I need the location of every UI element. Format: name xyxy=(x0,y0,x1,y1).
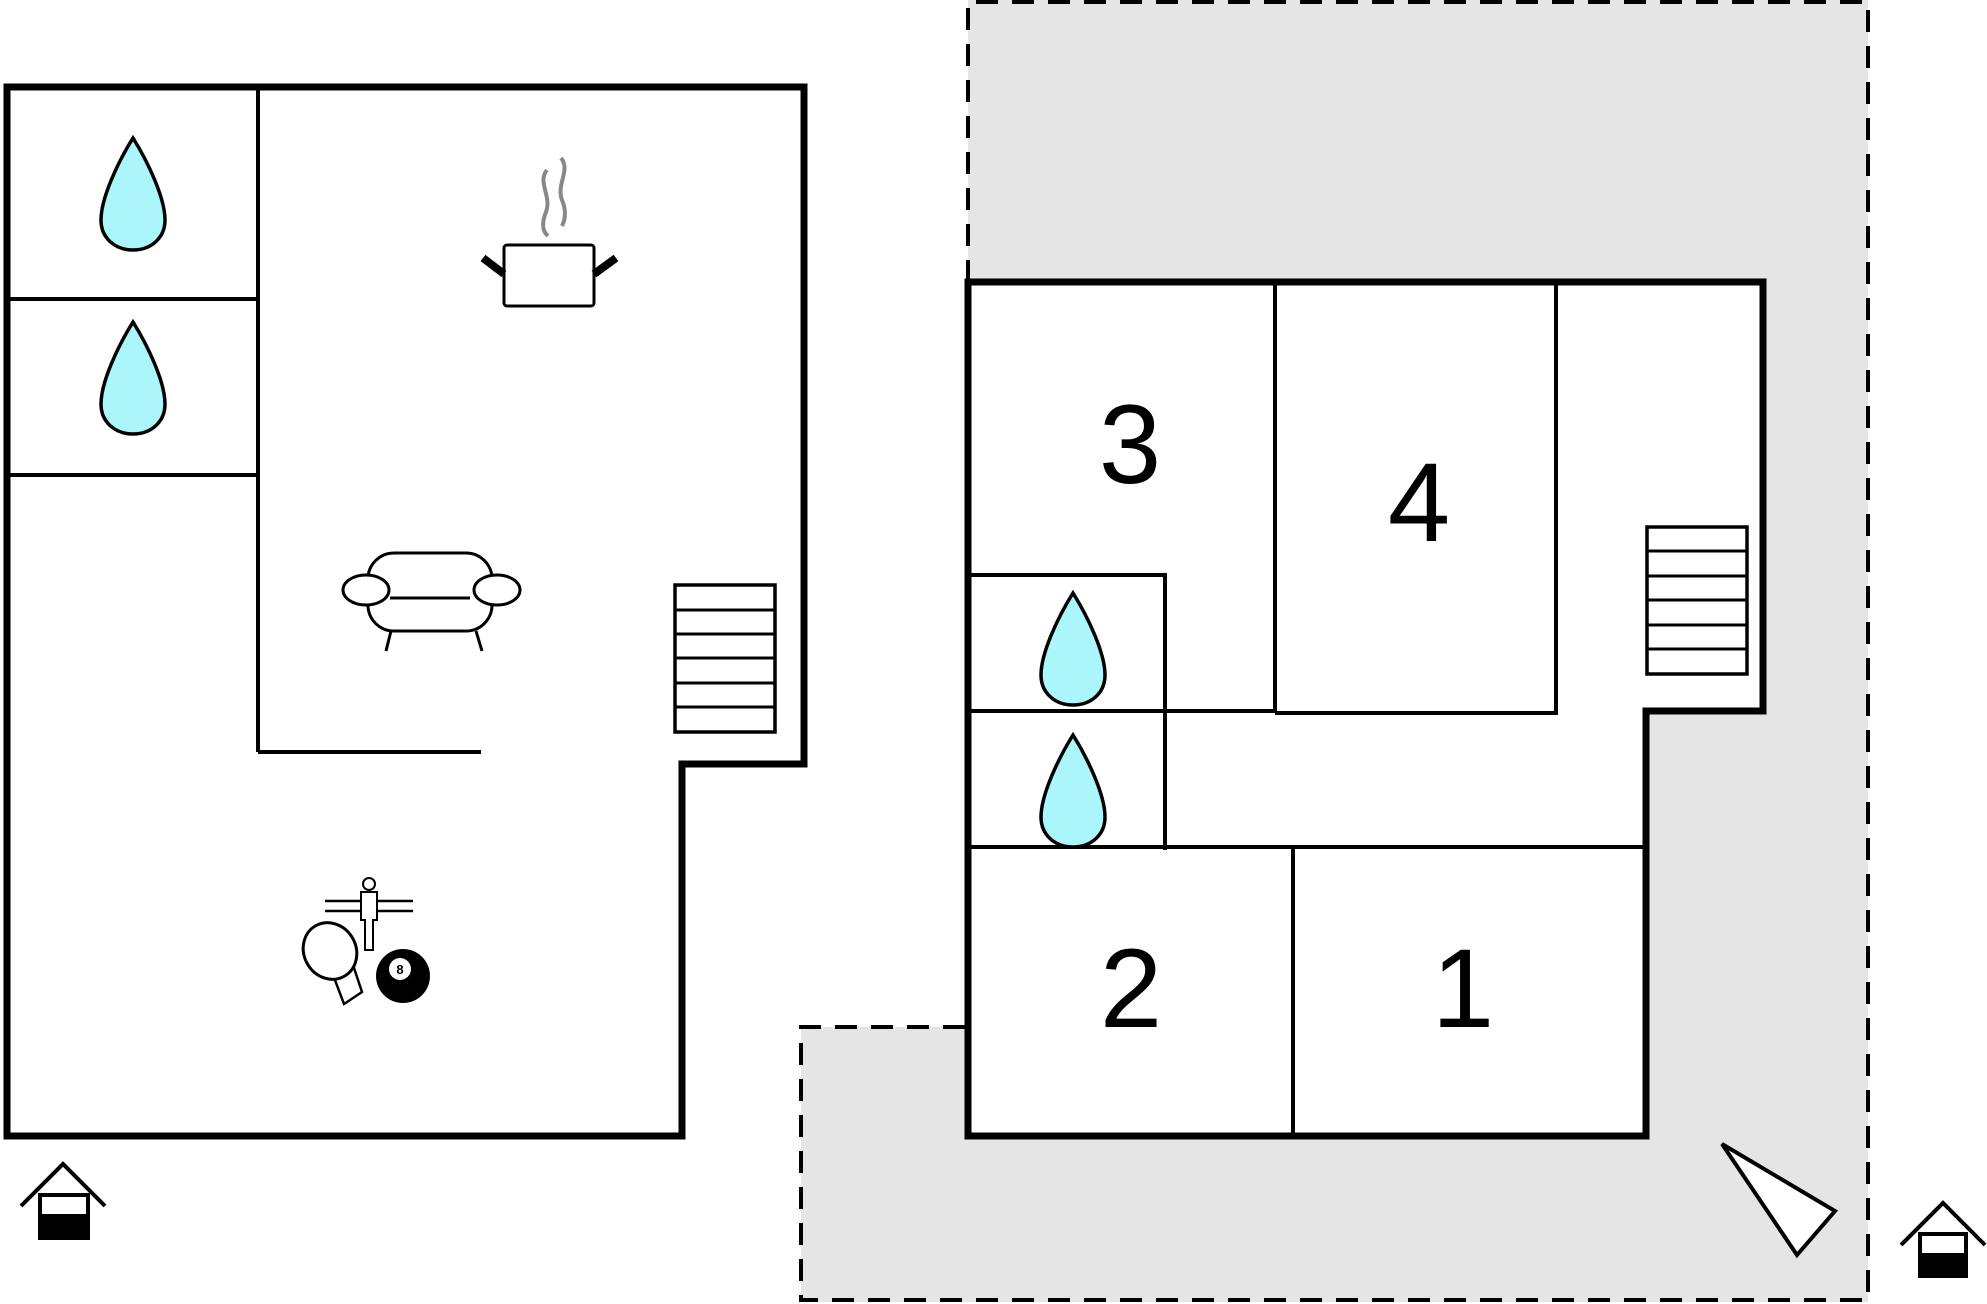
kitchen-pot-icon xyxy=(480,156,619,308)
billiard-ball-icon: 8 xyxy=(376,949,430,1003)
bathroom-drop-icon xyxy=(1039,731,1107,849)
entrance-house-icon xyxy=(19,1161,107,1240)
room-number-1: 1 xyxy=(1432,926,1494,1051)
staircase-icon xyxy=(673,583,777,734)
left-floor-outline xyxy=(3,83,808,1140)
entrance-house-icon xyxy=(1899,1200,1987,1278)
room-number-3: 3 xyxy=(1099,382,1161,507)
table-tennis-icon xyxy=(301,921,364,1006)
room-number-4: 4 xyxy=(1388,440,1450,565)
bathroom-drop-icon xyxy=(99,134,167,252)
table-football-icon xyxy=(325,877,413,951)
billiard-ball-number: 8 xyxy=(396,962,403,977)
right-floor-plan: 3 4 2 1 xyxy=(964,278,1767,1140)
left-floor-plan: 8 xyxy=(3,83,808,1240)
bathroom-drop-icon xyxy=(99,318,167,436)
staircase-icon xyxy=(1645,525,1749,676)
bathroom-drop-icon xyxy=(1039,589,1107,707)
room-number-2: 2 xyxy=(1100,926,1162,1051)
right-floor-outline xyxy=(964,278,1767,1140)
sofa-icon xyxy=(341,551,522,652)
north-arrow-icon xyxy=(1720,1142,1839,1259)
